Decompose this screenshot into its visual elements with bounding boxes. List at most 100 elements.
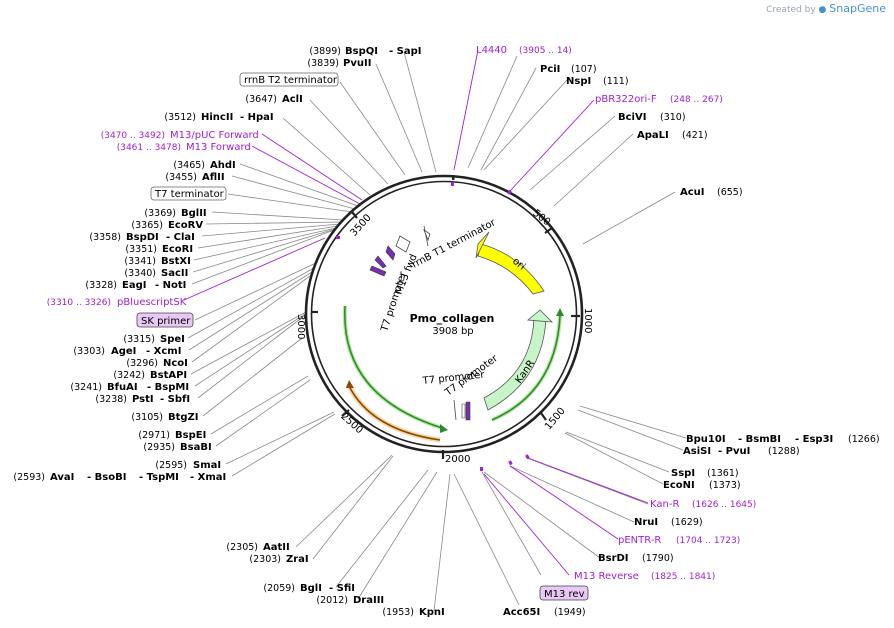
label-pbr322ori-f[interactable]: pBR322ori-F (248 .. 267) <box>595 94 723 105</box>
label-acui[interactable]: AcuI (655) <box>680 187 743 198</box>
bspdi-enz: BspDI <box>126 232 159 243</box>
label-bcivi[interactable]: BciVI (310) <box>618 112 686 123</box>
label-nspi[interactable]: NspI (111) <box>566 76 629 87</box>
bcivi-pos: (310) <box>660 112 686 123</box>
aatii-enz: AatII <box>263 542 290 553</box>
label-ecori[interactable]: (3351) EcoRI <box>125 244 193 255</box>
label-pbluescriptsk[interactable]: (3310 .. 3326) pBluescriptSK <box>47 297 187 308</box>
bspei-enz: BspEI <box>175 430 206 441</box>
nrui-enz: NruI <box>634 517 658 528</box>
label-bglii[interactable]: (3369) BglII <box>144 208 206 219</box>
sk-primer-text: SK primer <box>141 316 191 327</box>
label-ecorv[interactable]: (3365) EcoRV <box>131 220 203 231</box>
label-bspei[interactable]: (2971) BspEI <box>138 430 206 441</box>
label-smai[interactable]: (2595) SmaI <box>155 460 221 471</box>
econi-pos: (1373) <box>709 480 741 491</box>
label-bstapi[interactable]: (3242) BstAPI <box>113 370 187 381</box>
eagi-enz: EagI <box>122 280 146 291</box>
apali-enz: ApaLI <box>637 130 669 141</box>
label-bgli[interactable]: (2059) BglI - SfiI <box>263 583 355 594</box>
label-eagi[interactable]: (3328) EagI - NotI <box>85 280 186 291</box>
label-bspdi[interactable]: (3358) BspDI - ClaI <box>89 232 194 243</box>
bspdi-pos: (3358) <box>89 232 121 243</box>
tick-label-1500: 1500 <box>543 406 568 433</box>
label-aatii[interactable]: (2305) AatII <box>226 542 289 553</box>
label-pcii[interactable]: PciI (107) <box>540 64 597 75</box>
label-bstxi[interactable]: (3341) BstXI <box>124 256 190 267</box>
pvui-enz: - PvuI <box>718 446 750 457</box>
bgli-pos: (2059) <box>263 583 295 594</box>
m13puc-name: M13/pUC Forward <box>170 130 259 141</box>
label-bfuai[interactable]: (3241) BfuAI - BspMI <box>70 382 189 393</box>
label-kpni[interactable]: (1953) KpnI <box>382 607 444 618</box>
label-hincii[interactable]: (3512) HincII - HpaI <box>164 112 273 123</box>
label-sspi[interactable]: SspI (1361) <box>671 468 739 479</box>
label-bspqi[interactable]: (3899) BspQI - SapI <box>309 46 421 57</box>
label-ahdi[interactable]: (3465) AhdI <box>173 160 235 171</box>
pcii-enz: PciI <box>540 64 560 75</box>
smai-enz: SmaI <box>193 460 221 471</box>
snapgene-credit: Created by ● SnapGene <box>766 2 886 15</box>
t7-arc-left-head <box>440 424 448 433</box>
pbr322-pos: (248 .. 267) <box>670 95 723 105</box>
label-nrui[interactable]: NruI (1629) <box>634 517 703 528</box>
label-pvuii[interactable]: (3839) PvuII <box>307 58 371 69</box>
pbr322-name: pBR322ori-F <box>595 94 657 105</box>
feature-ori[interactable]: ori <box>475 231 545 295</box>
label-spei[interactable]: (3315) SpeI <box>123 334 184 345</box>
backbone-inner <box>310 180 578 448</box>
label-draiii[interactable]: (2012) DraIII <box>316 595 384 606</box>
label-m13-rev[interactable]: M13 rev <box>539 585 589 601</box>
label-acc65i[interactable]: Acc65I (1949) <box>503 607 586 618</box>
sapi-enz: - SapI <box>389 46 421 57</box>
label-acli[interactable]: (3647) AclI <box>245 94 302 105</box>
pentr-name: pENTR-R <box>618 535 661 546</box>
label-agei[interactable]: (3303) AgeI - XcmI <box>73 346 181 357</box>
ecori-enz: EcoRI <box>162 244 193 255</box>
bglii-enz: BglII <box>181 208 207 219</box>
rrnb-t2-box <box>239 72 339 87</box>
label-pentr-r[interactable]: pENTR-R (1704 .. 1723) <box>618 535 740 546</box>
t7-arc-right-head <box>556 308 564 316</box>
t7-arc-left <box>344 305 443 429</box>
label-rrnb-t2[interactable]: rrnB T2 terminator <box>239 72 339 87</box>
label-m13-puc-forward[interactable]: (3470 .. 3492) M13/pUC Forward <box>101 130 259 141</box>
label-apali[interactable]: ApaLI (421) <box>637 130 708 141</box>
tick-label-1000: 1000 <box>582 308 593 333</box>
label-ncoi[interactable]: (3296) NcoI <box>126 358 187 369</box>
ncoi-pos: (3296) <box>126 358 158 369</box>
sbfi-enz: - SbfI <box>160 394 190 405</box>
label-sk-primer[interactable]: SK primer <box>136 312 194 328</box>
label-sacii[interactable]: (3340) SacII <box>124 268 188 279</box>
ecorv-pos: (3365) <box>131 220 163 231</box>
label-bpu10i[interactable]: Bpu10I - BsmBI - Esp3I (1266) <box>686 434 880 445</box>
sspi-pos: (1361) <box>707 468 739 479</box>
label-psti[interactable]: (3238) PstI - SbfI <box>95 394 190 405</box>
m13reverse-pos: (1825 .. 1841) <box>651 572 715 582</box>
label-l4440[interactable]: L4440 (3905 .. 14) <box>476 45 572 56</box>
psti-enz: PstI <box>132 394 154 405</box>
label-bsabi[interactable]: (2935) BsaBI <box>143 442 211 453</box>
label-btgzi[interactable]: (3105) BtgZI <box>131 412 198 423</box>
label-t7-terminator[interactable]: T7 terminator <box>150 186 227 201</box>
label-kan-r-primer[interactable]: Kan-R (1626 .. 1645) <box>650 499 756 510</box>
xcmi-enz: - XcmI <box>146 346 181 357</box>
label-econi[interactable]: EcoNI (1373) <box>663 480 741 491</box>
bglii-pos: (3369) <box>144 208 176 219</box>
label-aflii[interactable]: (3455) AflII <box>165 172 224 183</box>
label-zrai[interactable]: (2303) ZraI <box>249 554 308 565</box>
rrnb-t1-label: rrnB T1 terminator <box>410 217 498 271</box>
hpai-enz: - HpaI <box>240 112 274 123</box>
label-m13-forward[interactable]: (3461 .. 3478) M13 Forward <box>117 142 251 153</box>
bstxi-enz: BstXI <box>161 256 191 267</box>
label-asisi[interactable]: AsiSI - PvuI (1288) <box>683 446 800 457</box>
bgli-enz: BglI <box>300 583 322 594</box>
primer-leader-lines <box>183 49 649 576</box>
label-avai[interactable]: (2593) AvaI - BsoBI - TspMI - XmaI <box>13 472 226 483</box>
bsabi-pos: (2935) <box>143 442 175 453</box>
label-bsrdi[interactable]: BsrDI (1790) <box>598 553 674 564</box>
label-m13-reverse[interactable]: M13 Reverse (1825 .. 1841) <box>574 571 715 582</box>
econi-enz: EcoNI <box>663 480 695 491</box>
zrai-enz: ZraI <box>286 554 309 565</box>
bstxi-pos: (3341) <box>124 256 156 267</box>
